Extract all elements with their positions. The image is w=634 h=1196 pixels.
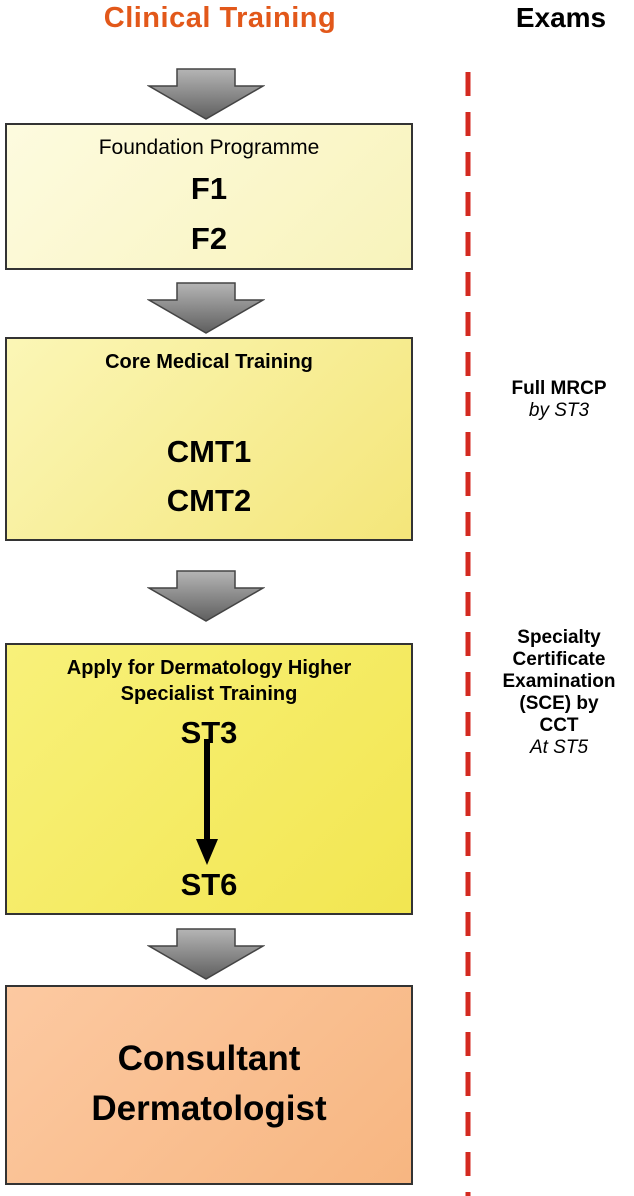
consultant-line1: Consultant: [117, 1039, 301, 1078]
progression-arrow: [196, 739, 218, 865]
exam-sce-line5: CCT: [539, 715, 579, 736]
flow-arrow-3: [147, 570, 265, 622]
specialist-title-line2: Specialist Training: [120, 683, 298, 705]
flow-arrow-1: [147, 68, 265, 120]
exam-mrcp-timing: by ST3: [528, 400, 590, 421]
exam-sce-timing: At ST5: [529, 737, 589, 758]
core-title: Core Medical Training: [105, 351, 313, 373]
stage-f1: F1: [190, 171, 228, 206]
flow-arrow-4: [147, 928, 265, 980]
specialist-training-box: Apply for Dermatology Higher Specialist …: [5, 643, 413, 915]
exam-sce-line3: Examination: [502, 671, 616, 692]
exam-mrcp-title: Full MRCP: [511, 378, 607, 399]
clinical-training-header: Clinical Training: [103, 2, 337, 34]
exams-header: Exams: [515, 2, 607, 33]
consultant-line2: Dermatologist: [91, 1089, 327, 1128]
consultant-dermatologist-box: Consultant Dermatologist: [5, 985, 413, 1185]
exam-sce-line4: (SCE) by: [519, 693, 599, 714]
stage-cmt1: CMT1: [166, 434, 252, 469]
stage-st6: ST6: [180, 867, 238, 902]
specialist-title-line1: Apply for Dermatology Higher: [66, 657, 352, 679]
foundation-title: Foundation Programme: [98, 136, 320, 159]
stage-f2: F2: [190, 221, 228, 256]
exam-divider-dashed-line: [465, 72, 471, 1196]
exam-sce-line2: Certificate: [512, 649, 606, 670]
exam-sce-line1: Specialty: [517, 627, 601, 648]
stage-cmt2: CMT2: [166, 483, 252, 518]
foundation-programme-box: Foundation Programme F1 F2: [5, 123, 413, 270]
exam-sce: Specialty Certificate Examination (SCE) …: [484, 627, 634, 759]
exam-mrcp: Full MRCP by ST3: [484, 378, 634, 422]
core-medical-training-box: Core Medical Training CMT1 CMT2: [5, 337, 413, 541]
flow-arrow-2: [147, 282, 265, 334]
